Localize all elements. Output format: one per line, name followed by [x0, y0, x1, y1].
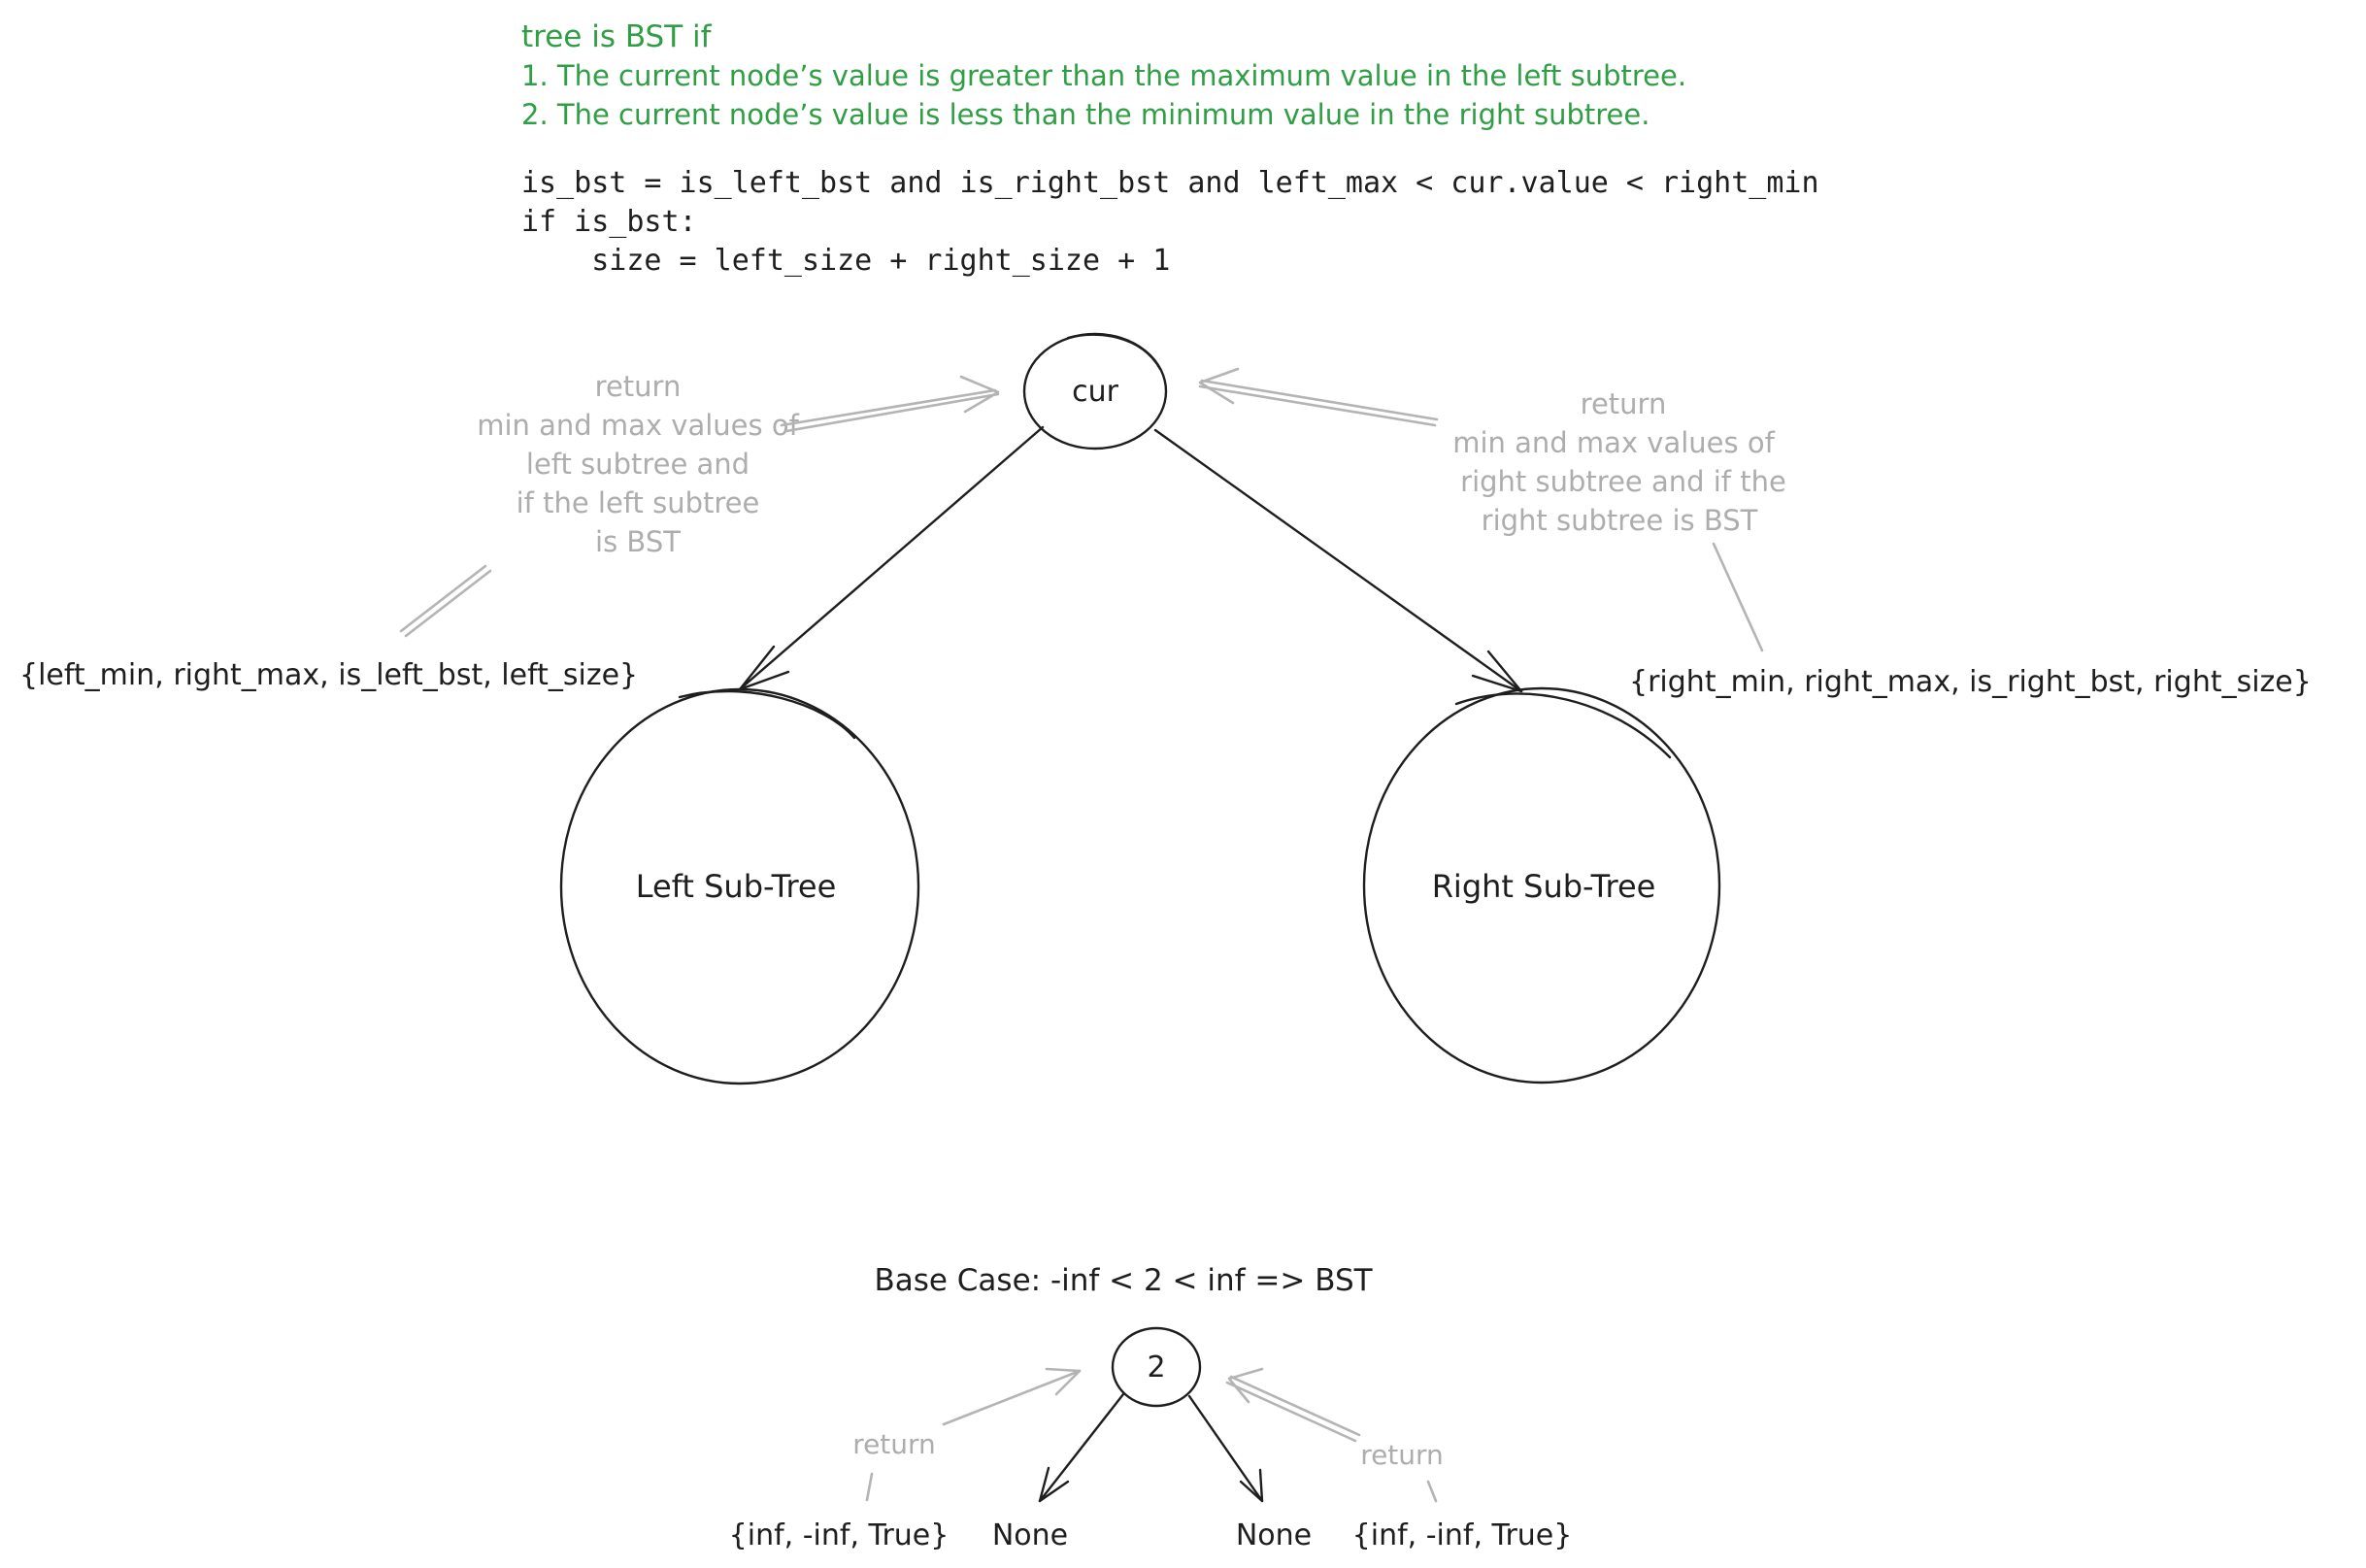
left-return-arrow [780, 375, 1000, 433]
right-return-arrow [1198, 367, 1439, 427]
left-tuple: {left_min, right_max, is_left_bst, left_… [19, 658, 638, 692]
bst-rules: tree is BST if 1. The current node’s val… [521, 19, 1686, 131]
base-node: 2 [1111, 1326, 1202, 1408]
left-subtree-node: Left Sub-Tree [559, 687, 920, 1085]
base-right-return-leader [1426, 1480, 1438, 1503]
left-tuple-leader [399, 564, 492, 638]
code-line-1: is_bst = is_left_bst and is_right_bst an… [521, 166, 1819, 200]
base-edge-left [1038, 1392, 1125, 1503]
base-edge-right [1187, 1394, 1264, 1503]
right-note-line-2: min and max values of [1452, 426, 1775, 459]
base-right-child: None [1236, 1518, 1312, 1552]
right-note-line-3: right subtree and if the [1460, 465, 1786, 498]
base-case: Base Case: -inf < 2 < inf => BST 2 None … [729, 1263, 1573, 1552]
right-subtree-node: Right Sub-Tree [1362, 686, 1721, 1084]
right-note-line-1: return [1581, 387, 1667, 420]
base-left-child: None [992, 1518, 1068, 1552]
right-tuple-leader [1712, 542, 1764, 652]
base-node-label: 2 [1147, 1351, 1165, 1385]
base-left-tuple: {inf, -inf, True} [729, 1518, 950, 1552]
base-case-title: Base Case: -inf < 2 < inf => BST [874, 1263, 1373, 1298]
right-subtree-label: Right Sub-Tree [1432, 868, 1656, 905]
rule-1: 1. The current node’s value is greater t… [521, 59, 1686, 92]
code-line-2: if is_bst: [521, 205, 697, 239]
code-block: is_bst = is_left_bst and is_right_bst an… [521, 166, 1819, 278]
left-return-note: return min and max values of left subtre… [477, 370, 799, 558]
base-right-return-arrow [1225, 1367, 1361, 1443]
left-note-line-4: if the left subtree [517, 486, 760, 519]
rule-2: 2. The current node’s value is less than… [521, 98, 1650, 131]
edge-root-left [738, 425, 1045, 691]
base-right-return: return [1360, 1439, 1444, 1471]
root-label: cur [1072, 375, 1119, 409]
right-note-line-4: right subtree is BST [1482, 504, 1758, 537]
root-node: cur [1022, 332, 1168, 450]
right-tuple: {right_min, right_max, is_right_bst, rig… [1629, 665, 2312, 699]
code-line-3: size = left_size + right_size + 1 [521, 244, 1170, 278]
left-note-line-2: min and max values of [477, 409, 799, 442]
right-return-note: return min and max values of right subtr… [1452, 387, 1786, 537]
left-note-line-3: left subtree and [526, 448, 750, 481]
base-left-return: return [852, 1428, 936, 1460]
base-left-return-leader [865, 1472, 874, 1502]
base-left-return-arrow [942, 1367, 1082, 1426]
edge-root-right [1153, 428, 1523, 693]
left-note-line-5: is BST [595, 525, 681, 558]
main-tree: cur Left Sub-Tree Right Sub-Tree return … [19, 332, 2312, 1085]
left-subtree-label: Left Sub-Tree [636, 868, 837, 905]
left-note-line-1: return [595, 370, 682, 403]
rules-heading: tree is BST if [521, 19, 713, 54]
base-right-tuple: {inf, -inf, True} [1352, 1518, 1573, 1552]
